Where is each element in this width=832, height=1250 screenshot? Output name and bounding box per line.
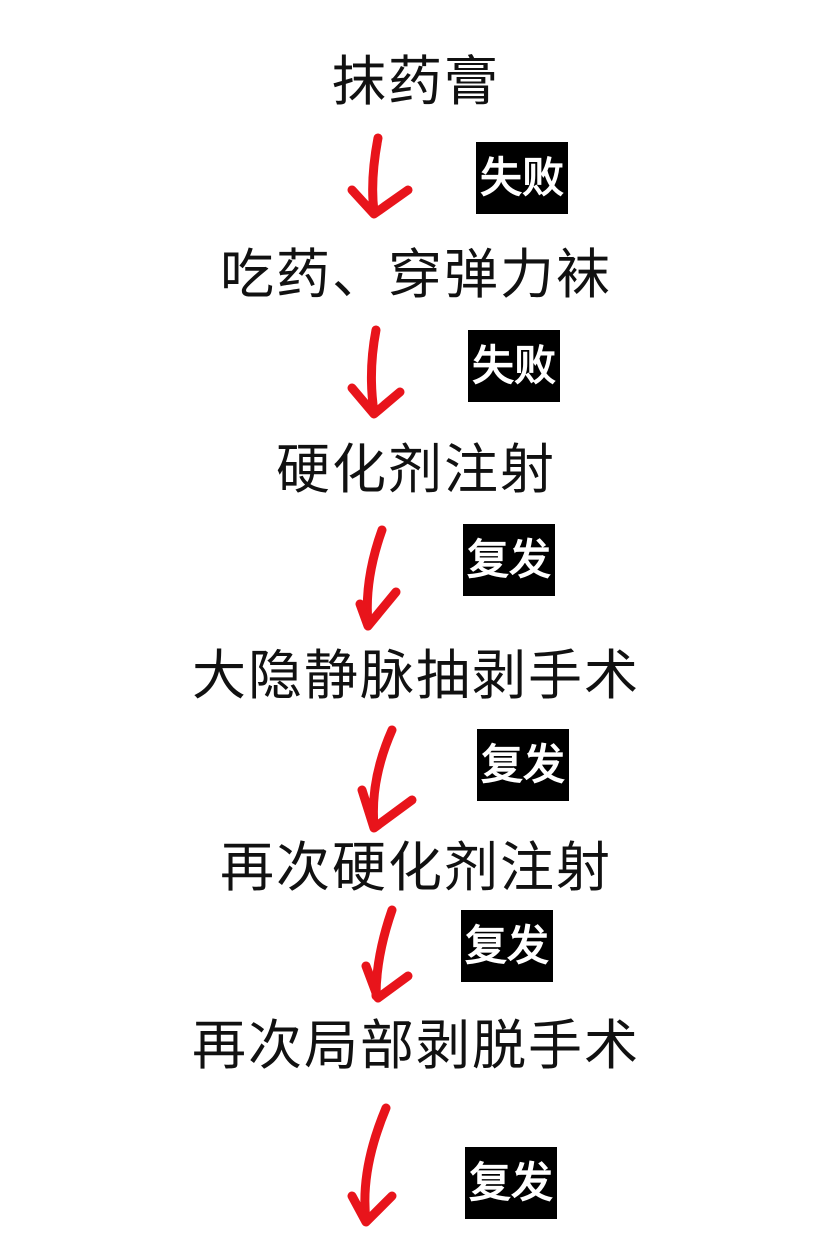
transition-badge-relapse-4: 复发 xyxy=(465,1147,558,1219)
arrow-head-2 xyxy=(347,383,405,419)
arrow-shaft-6 xyxy=(360,1103,391,1225)
transition-badge-relapse-2: 复发 xyxy=(477,729,570,801)
arrow-head-6 xyxy=(347,1191,397,1227)
step-apply-ointment: 抹药膏 xyxy=(332,50,500,113)
transition-badge-relapse-1: 复发 xyxy=(463,524,556,596)
arrow-shaft-2 xyxy=(366,325,381,417)
arrow-head-1 xyxy=(347,185,413,219)
step-sclerotherapy: 硬化剂注射 xyxy=(276,438,556,501)
arrow-head-3 xyxy=(355,587,401,631)
step-repeat-local-stripping: 再次局部剥脱手术 xyxy=(192,1014,640,1077)
step-great-saphenous-stripping: 大隐静脉抽剥手术 xyxy=(192,644,640,707)
arrow-head-4 xyxy=(357,785,417,833)
arrow-shaft-4 xyxy=(368,725,397,831)
transition-badge-failed-2: 失败 xyxy=(468,330,561,402)
step-medication-compression-stockings: 吃药、穿弹力袜 xyxy=(220,243,612,306)
arrow-shaft-3 xyxy=(362,525,387,629)
transition-badge-relapse-3: 复发 xyxy=(461,910,554,982)
arrow-shaft-5 xyxy=(371,905,397,1001)
transition-badge-failed-1: 失败 xyxy=(476,142,569,214)
step-repeat-sclerotherapy: 再次硬化剂注射 xyxy=(220,836,612,899)
arrow-head-5 xyxy=(361,961,413,1003)
arrow-shaft-1 xyxy=(368,133,383,217)
